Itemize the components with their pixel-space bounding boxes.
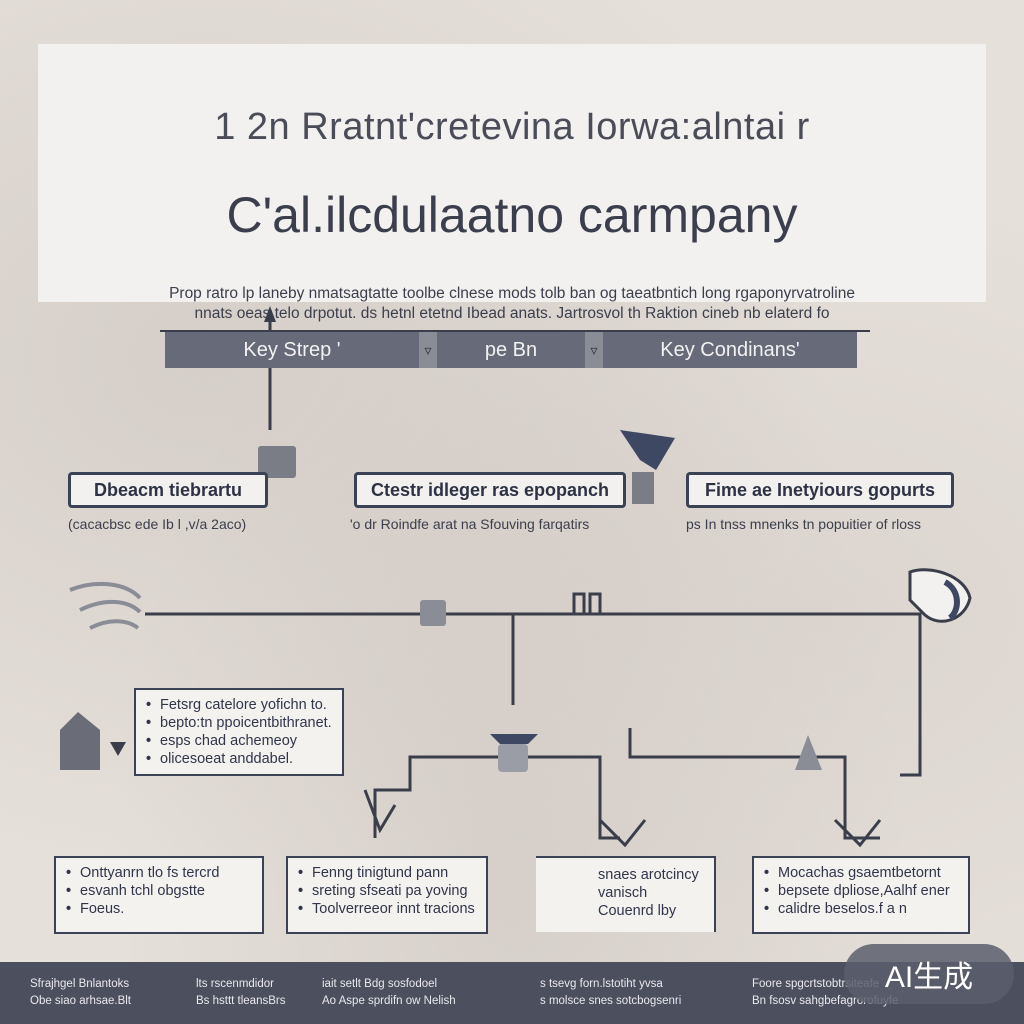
lamp-shade-icon xyxy=(490,734,538,744)
flag-base-icon xyxy=(632,472,654,504)
title-line-1: 1 2n Rratnt'cretevina Iorwa:alntai r xyxy=(214,106,810,148)
card-1-item: esps chad achemeoy xyxy=(146,732,334,750)
info-card-4: snaes arotcincy vanisch Couenrd lby xyxy=(536,856,716,932)
card-5-item: bepsete dpliose,Aalhf ener xyxy=(764,882,960,900)
flag-icon xyxy=(620,430,675,470)
title-line-2: C'al.ilcdulaatno carmpany xyxy=(226,187,798,243)
card-1-item: olicesoeat anddabel. xyxy=(146,750,334,768)
card-3-item: Fenng tinigtund pann xyxy=(298,864,478,882)
card-1-item: Fetsrg catelore yofichn to. xyxy=(146,696,334,714)
card-1-item: bepto:tn ppoicentbithranet. xyxy=(146,714,334,732)
small-funnel-icon xyxy=(110,742,126,756)
left-branch-line xyxy=(373,755,620,840)
footer-col-1: Sfrajhgel Bnlantoks Obe siao arhsae.Blt xyxy=(30,976,131,1010)
mid-chevron xyxy=(598,818,647,848)
info-card-3: Fenng tinigtund pann sreting sfseati pa … xyxy=(286,856,488,934)
tab-key-step[interactable]: Key Strep ' xyxy=(165,332,419,368)
tab-bar-line xyxy=(160,330,870,332)
footer-text: Sfrajhgel Bnlantoks xyxy=(30,978,130,990)
tab-pe-bn[interactable]: pe Bn xyxy=(437,332,585,368)
header-panel: 1 2n Rratnt'cretevina Iorwa:alntai r C'a… xyxy=(38,44,986,322)
card-4-text: snaes arotcincy vanisch Couenrd lby xyxy=(598,866,706,920)
bell-icon xyxy=(795,735,822,770)
hair-icon xyxy=(943,579,960,621)
footer-col-4: s tsevg forn.lstotiht yvsa s molsce snes… xyxy=(540,976,681,1010)
footer-text: Obe siao arhsae.Blt xyxy=(30,995,132,1007)
desc-line-1: Prop ratro lp laneby nmatsagtatte toolbe… xyxy=(169,285,855,302)
section-subtitle-3: ps In tnss mnenks tn popuitier of rloss xyxy=(686,516,921,532)
right-branch-line xyxy=(628,728,880,840)
wind-icon xyxy=(69,581,142,630)
card-2-item: esvanh tchl obgstte xyxy=(66,882,254,900)
tab-separator-1: ▿ xyxy=(419,332,437,368)
footer-text: iait setlt Bdg sosfodoel xyxy=(322,978,438,990)
desc-line-2: nnats oeas telo drpotut. ds hetnl etetnd… xyxy=(194,305,830,322)
card-5-item: Mocachas gsaemtbetornt xyxy=(764,864,960,882)
card-4-item: Couenrd lby xyxy=(598,903,677,919)
footer-text: s molsce snes sotcbogsenri xyxy=(540,995,682,1007)
node-box-icon xyxy=(258,446,296,478)
house-icon xyxy=(60,712,100,770)
footer-text: Bs hsttt tleansBrs xyxy=(196,995,286,1007)
junction-box-icon xyxy=(420,600,446,626)
section-subtitle-1: (cacacbsc ede Ib l ,v/a 2aco) xyxy=(68,516,247,532)
section-subtitle-2: 'o dr Roindfe arat na Sfouving farqatirs xyxy=(350,516,590,532)
info-card-1: Fetsrg catelore yofichn to. bepto:tn ppo… xyxy=(134,688,344,776)
right-chevron xyxy=(833,818,882,848)
tab-key-conditions[interactable]: Key Condinans' xyxy=(603,332,857,368)
lamp-body-icon xyxy=(498,744,528,772)
info-card-2: Onttyanrn tlo fs tercrd esvanh tchl obgs… xyxy=(54,856,264,934)
card-3-item: sreting sfseati pa yoving xyxy=(298,882,478,900)
card-2-item: Foeus. xyxy=(66,900,254,918)
header-description: Prop ratro lp laneby nmatsagtatte toolbe… xyxy=(98,284,926,324)
left-chevron xyxy=(363,789,397,834)
info-card-5: Mocachas gsaemtbetornt bepsete dpliose,A… xyxy=(752,856,970,934)
ai-generated-watermark: AI生成 xyxy=(844,944,1014,1004)
junction-gate-icon xyxy=(572,592,602,614)
card-4-item: snaes arotcincy xyxy=(598,867,699,883)
section-title-1: Dbeacm tiebrartu xyxy=(68,472,268,508)
card-3-item: Toolverreeor innt tracions xyxy=(298,900,478,918)
tab-arrow-icon xyxy=(264,306,276,322)
tab-separator-2: ▿ xyxy=(585,332,603,368)
card-5-item: calidre beselos.f a n xyxy=(764,900,960,918)
section-title-2: Ctestr idleger ras epopanch xyxy=(354,472,626,508)
footer-text: lts rscenmdidor xyxy=(196,978,274,990)
card-2-item: Onttyanrn tlo fs tercrd xyxy=(66,864,254,882)
footer-col-3: iait setlt Bdg sosfodoel Ao Aspe sprdifn… xyxy=(322,976,456,1010)
main-horizontal-line xyxy=(145,612,922,777)
footer-text: Ao Aspe sprdifn ow Nelish xyxy=(322,995,456,1007)
footer-col-2: lts rscenmdidor Bs hsttt tleansBrs xyxy=(196,976,285,1010)
footer-text: s tsevg forn.lstotiht yvsa xyxy=(540,978,663,990)
section-title-3: Fime ae Inetyiours gopurts xyxy=(686,472,954,508)
card-4-item: vanisch xyxy=(598,885,648,901)
